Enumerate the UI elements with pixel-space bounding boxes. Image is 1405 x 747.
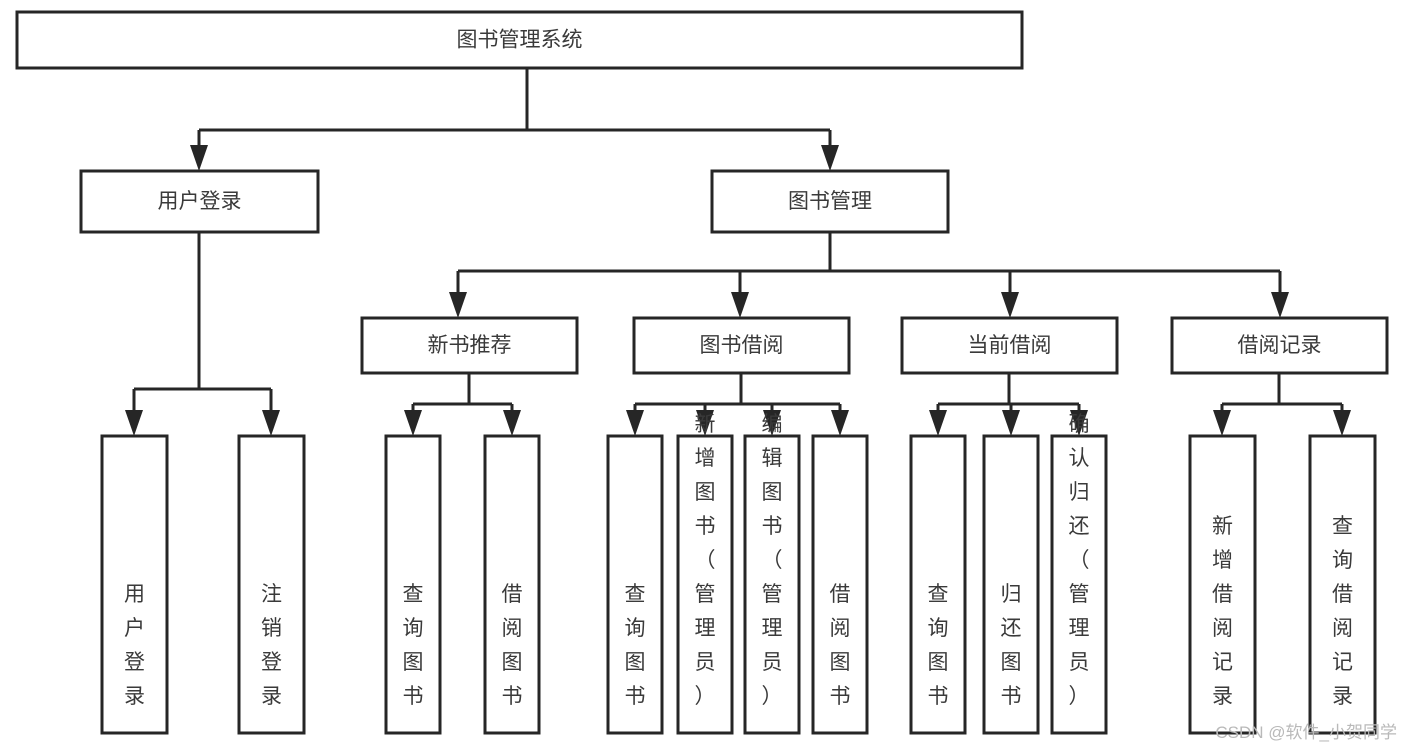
node-label-leaf-add-borrow-record: 新增借阅记录 [1212,515,1233,708]
node-new-book-recommend[interactable]: 新书推荐 [360,316,579,375]
node-label-user-login: 用户登录 [158,190,242,213]
node-label-leaf-query-book-3: 查询图书 [928,583,949,708]
node-label-leaf-query-book-1: 查询图书 [403,583,424,708]
node-leaf-query-book-3[interactable]: 查询图书 [909,434,967,735]
conn-bookborrow-to-leaves [626,373,849,436]
node-leaf-query-borrow-record[interactable]: 查询借阅记录 [1308,434,1377,735]
node-label-book-borrow: 图书借阅 [700,334,784,357]
conn-borrowrecord-to-leaves [1213,373,1351,436]
node-label-new-book-recommend: 新书推荐 [428,334,512,357]
node-leaf-confirm-return-admin[interactable]: 确认归还（管理员） [1050,413,1108,735]
node-layer: 图书管理系统用户登录图书管理新书推荐图书借阅当前借阅借阅记录用户登录注销登录查询… [15,10,1389,735]
node-leaf-return-book[interactable]: 归还图书 [982,434,1040,735]
node-label-leaf-add-book-admin: 新增图书（管理员） [695,413,716,708]
connector-layer [125,68,1351,436]
node-book-management[interactable]: 图书管理 [710,169,950,234]
node-leaf-logout-login[interactable]: 注销登录 [237,434,306,735]
conn-newbook-to-leaves [404,373,521,436]
node-user-login[interactable]: 用户登录 [79,169,320,234]
node-book-borrow[interactable]: 图书借阅 [632,316,851,375]
node-leaf-borrow-book-2[interactable]: 借阅图书 [811,434,869,735]
node-label-leaf-query-borrow-record: 查询借阅记录 [1332,515,1353,708]
node-label-leaf-user-login: 用户登录 [124,583,145,708]
node-current-borrow[interactable]: 当前借阅 [900,316,1119,375]
node-label-leaf-borrow-book-1: 借阅图书 [502,583,523,708]
node-label-root: 图书管理系统 [457,29,583,52]
node-label-leaf-logout-login: 注销登录 [261,583,282,708]
node-label-leaf-confirm-return-admin: 确认归还（管理员） [1069,413,1090,708]
node-label-book-management: 图书管理 [788,190,872,213]
node-leaf-add-borrow-record[interactable]: 新增借阅记录 [1188,434,1257,735]
node-label-leaf-edit-book-admin: 编辑图书（管理员） [762,413,783,708]
node-root[interactable]: 图书管理系统 [15,10,1024,70]
node-leaf-borrow-book-1[interactable]: 借阅图书 [483,434,541,735]
conn-userlogin-to-leaves [125,232,280,436]
node-label-leaf-borrow-book-2: 借阅图书 [830,583,851,708]
node-label-leaf-return-book: 归还图书 [1001,583,1022,708]
conn-root-to-level1 [190,68,839,171]
node-leaf-user-login[interactable]: 用户登录 [100,434,169,735]
node-leaf-edit-book-admin[interactable]: 编辑图书（管理员） [743,413,801,735]
node-borrow-record[interactable]: 借阅记录 [1170,316,1389,375]
conn-bookmgmt-to-level2 [449,232,1289,318]
node-leaf-query-book-1[interactable]: 查询图书 [384,434,442,735]
node-label-current-borrow: 当前借阅 [968,334,1052,357]
node-leaf-query-book-2[interactable]: 查询图书 [606,434,664,735]
conn-currentborrow-to-leaves [929,373,1088,436]
node-label-borrow-record: 借阅记录 [1238,334,1322,357]
node-leaf-add-book-admin[interactable]: 新增图书（管理员） [676,413,734,735]
node-label-leaf-query-book-2: 查询图书 [625,583,646,708]
